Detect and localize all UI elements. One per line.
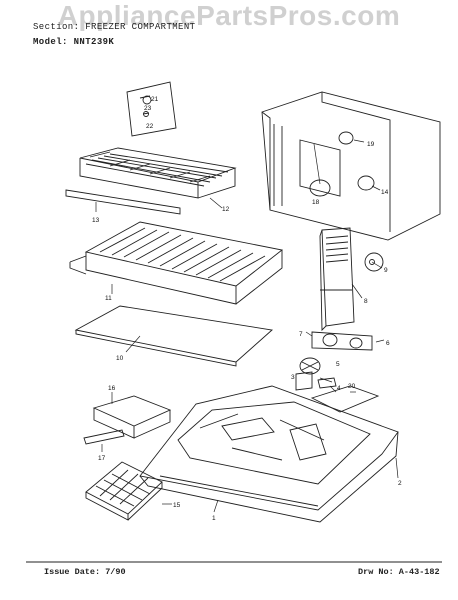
callout-19: 19 xyxy=(367,141,375,148)
drip-tray xyxy=(310,385,380,413)
section-value: FREEZER COMPARTMENT xyxy=(85,22,196,32)
callout-9: 9 xyxy=(384,267,388,274)
drawing-number: Drw No: A-43-182 xyxy=(358,567,440,577)
callout-22: 22 xyxy=(146,123,154,130)
upper-wire-shelf xyxy=(79,147,237,199)
callout-4: 4 xyxy=(337,385,341,392)
callout-10: 10 xyxy=(116,355,124,362)
model-value: NNT239K xyxy=(73,37,115,47)
callout-5: 5 xyxy=(336,361,340,368)
liner-plate xyxy=(74,305,274,367)
callout-17: 17 xyxy=(98,455,106,462)
callout-16: 16 xyxy=(108,385,116,392)
ice-bucket xyxy=(92,395,172,439)
damper-assembly xyxy=(364,252,384,272)
callout-6: 6 xyxy=(386,340,390,347)
callout-11: 11 xyxy=(105,295,112,302)
shelf-rail xyxy=(65,189,181,215)
callout-23: 23 xyxy=(144,105,152,112)
callout-7: 7 xyxy=(299,331,303,338)
ice-cube-tray xyxy=(85,461,163,521)
cabinet-interior xyxy=(261,91,441,241)
callout-14: 14 xyxy=(381,189,389,196)
callout-labels: 23 21 22 13 12 11 10 19 18 14 9 8 7 6 5 … xyxy=(92,96,402,522)
evaporator-cover xyxy=(319,227,355,332)
hardware-bag xyxy=(126,81,177,137)
issue-date: Issue Date: 7/90 xyxy=(44,567,126,577)
callout-15: 15 xyxy=(173,502,181,509)
freezer-shelf xyxy=(69,221,284,305)
section-line: Section: FREEZER COMPARTMENT xyxy=(33,22,195,32)
model-line: Model: NNT239K xyxy=(33,37,114,47)
leader-lines xyxy=(95,139,399,513)
callout-12: 12 xyxy=(222,206,230,213)
callout-8: 8 xyxy=(364,298,368,305)
freezer-liner-bottom xyxy=(139,385,399,523)
callout-21: 21 xyxy=(151,96,159,103)
callout-3: 3 xyxy=(291,374,295,381)
callout-18: 18 xyxy=(312,199,320,206)
section-label: Section: xyxy=(33,22,80,32)
callout-1: 1 xyxy=(212,515,216,522)
callout-2: 2 xyxy=(398,480,402,487)
bucket-handle xyxy=(83,429,125,445)
callout-20: 20 xyxy=(348,383,356,390)
model-label: Model: xyxy=(33,37,68,47)
callout-13: 13 xyxy=(92,217,100,224)
fan-motor-assembly xyxy=(295,331,373,391)
